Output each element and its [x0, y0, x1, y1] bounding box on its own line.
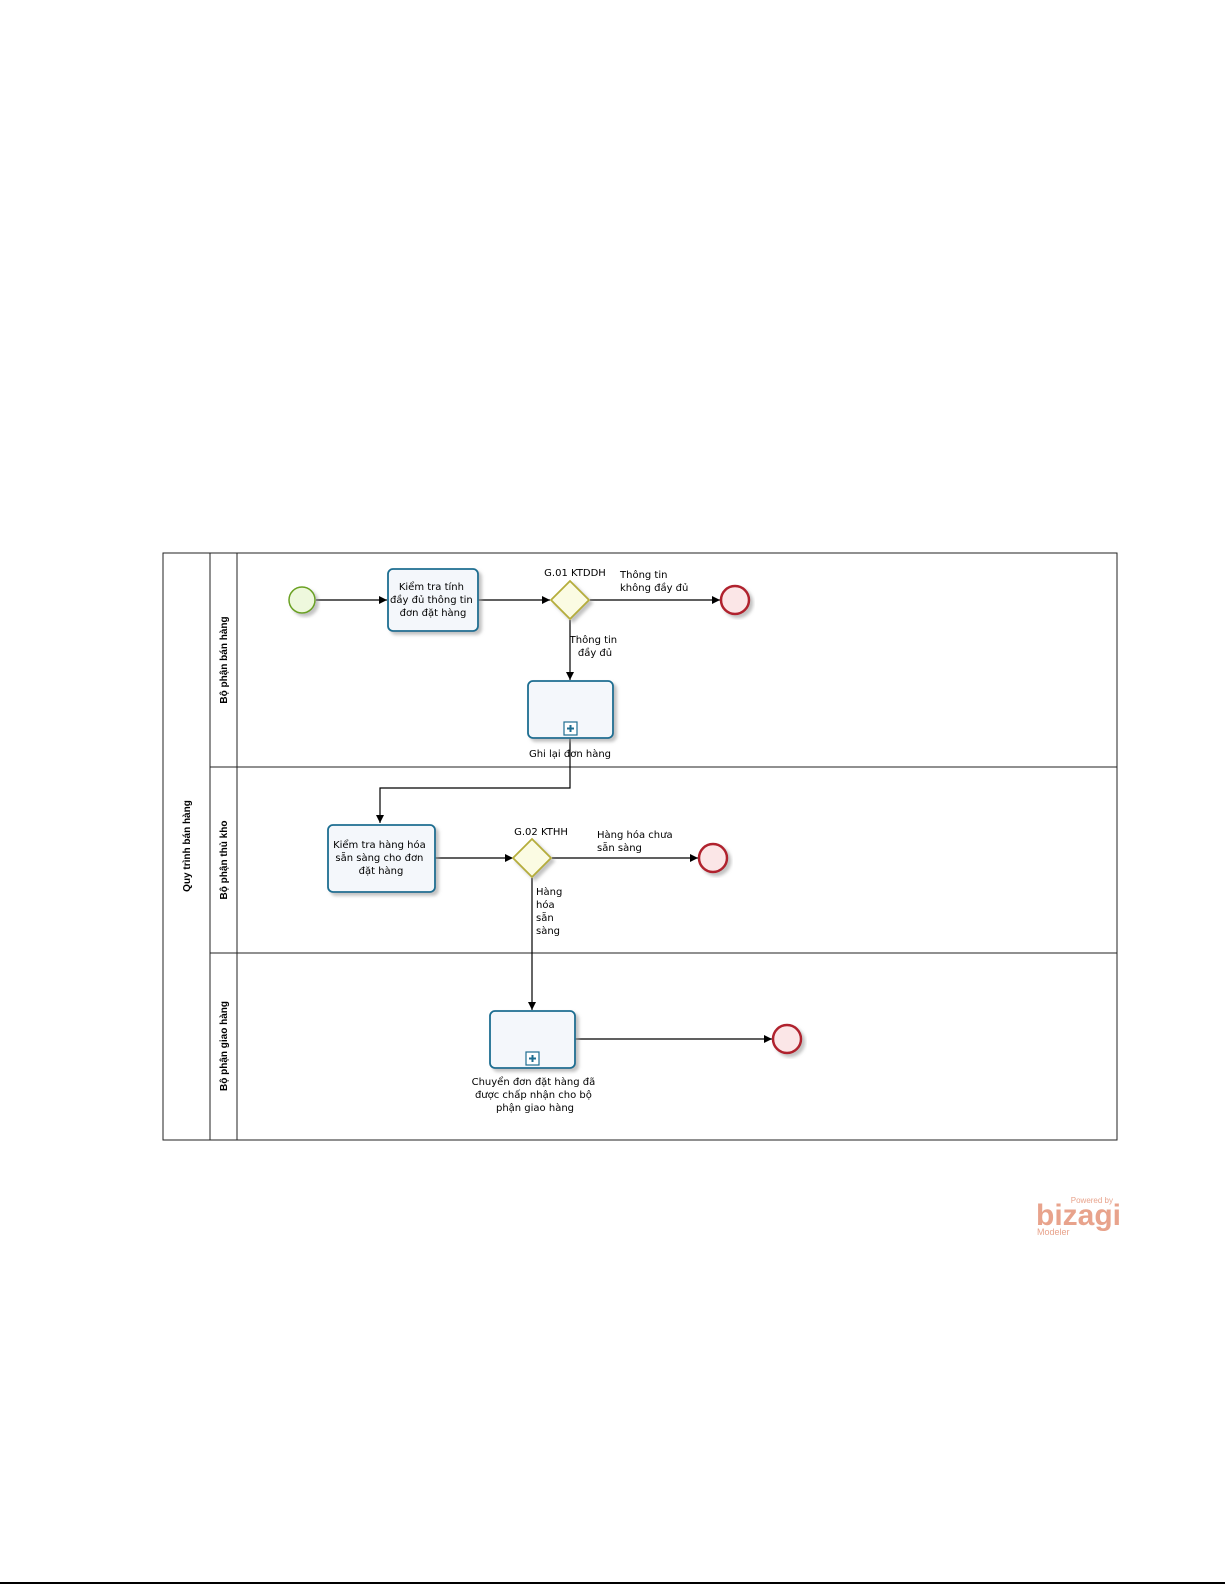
- watermark-powered: Powered by: [1071, 1196, 1113, 1205]
- watermark-product: Modeler: [1037, 1227, 1070, 1237]
- subprocess-transfer-order-line: Chuyển đơn đặt hàng đã: [472, 1075, 596, 1088]
- svg-text:Kiểm tra tính đầy đủ thô: Kiểm tra tính đầy đủ thông tin đơn đặt h…: [390, 580, 476, 619]
- svg-text:Hàng hóa sẵn sàng: Hàng hóa sẵn sàng: [536, 886, 566, 937]
- start-event[interactable]: [288, 586, 316, 614]
- flow-label-g1-incomplete: Thông tin: [619, 569, 667, 581]
- flow-label-g2-ready: Hàng: [536, 886, 562, 898]
- flow-label-g1-incomplete: không đầy đủ: [620, 582, 688, 594]
- svg-text:Thông tin đầy đủ: Thông tin đầy đủ: [569, 634, 621, 659]
- flow-label-g1-complete: Thông tin: [569, 634, 617, 646]
- flow-record-to-stock: [376, 738, 571, 823]
- sequence-flows: [316, 596, 772, 1043]
- svg-text:Chuyển đơn đặt hàng đã đ: Chuyển đơn đặt hàng đã được chấp nhận ch…: [472, 1075, 599, 1114]
- gateway-g01[interactable]: G.01 KTDDH: [544, 568, 606, 621]
- svg-text:Thông tin không đầy đủ: Thông tin không đầy đủ: [619, 569, 688, 594]
- task-check-order-line: đơn đặt hàng: [400, 607, 467, 619]
- task-check-order-line: Kiểm tra tính: [399, 580, 464, 593]
- lane-label-thu-kho: Bộ phận thủ kho: [219, 821, 230, 900]
- flow-label-g1-complete: đầy đủ: [578, 647, 612, 659]
- svg-text:Hàng hóa chưa sẵn sàng: Hàng hóa chưa sẵn sàng: [597, 829, 676, 854]
- pool: Quy trình bán hàng: [162, 552, 1118, 1141]
- flow-label-g2-not-ready: Hàng hóa chưa: [597, 829, 673, 841]
- subprocess-record-order[interactable]: Ghi lại đơn hàng: [527, 680, 614, 760]
- task-check-stock-line: đặt hàng: [359, 865, 404, 877]
- subprocess-transfer-order-line: được chấp nhận cho bộ: [475, 1089, 592, 1101]
- flow-label-g2-ready: hóa: [536, 899, 555, 911]
- end-event-not-ready[interactable]: [697, 842, 729, 874]
- task-check-order[interactable]: Kiểm tra tính đầy đủ thông tin đơn đặt h…: [387, 568, 479, 632]
- end-event-incomplete[interactable]: [719, 584, 751, 616]
- subprocess-transfer-order-line: phận giao hàng: [496, 1102, 574, 1114]
- task-check-order-line: đầy đủ thông tin: [390, 594, 473, 606]
- bizagi-watermark: Powered by bizagi Modeler: [1036, 1196, 1121, 1237]
- watermark-brand: bizagi: [1036, 1199, 1121, 1232]
- lane-label-giao-hang: Bộ phận giao hàng: [219, 1001, 230, 1091]
- subprocess-transfer-order[interactable]: Chuyển đơn đặt hàng đã được chấp nhận ch…: [472, 1010, 599, 1114]
- task-check-stock-line: sẵn sàng cho đơn: [335, 851, 423, 864]
- flow-label-g2-ready: sàng: [536, 925, 560, 937]
- task-check-stock-line: Kiểm tra hàng hóa: [333, 838, 426, 851]
- gateway-g02-label: G.02 KTHH: [514, 827, 568, 838]
- gateway-g01-label: G.01 KTDDH: [544, 568, 606, 579]
- task-check-stock[interactable]: Kiểm tra hàng hóa sẵn sàng cho đơn đặt h…: [327, 824, 436, 893]
- page-bottom-rule: [0, 1582, 1225, 1584]
- end-event-delivery[interactable]: [771, 1023, 803, 1055]
- subprocess-record-order-label: Ghi lại đơn hàng: [529, 748, 611, 760]
- lane-label-ban-hang: Bộ phận bán hàng: [219, 616, 230, 703]
- gateway-g02[interactable]: G.02 KTHH: [511, 827, 568, 879]
- svg-text:Kiểm tra hàng hóa sẵn sà: Kiểm tra hàng hóa sẵn sàng cho đơn đặt h…: [333, 838, 429, 877]
- pool-title: Quy trình bán hàng: [182, 800, 193, 892]
- lane-separators: [210, 766, 1117, 954]
- flow-label-g2-ready: sẵn: [536, 911, 554, 924]
- flow-label-g2-not-ready: sẵn sàng: [597, 841, 642, 854]
